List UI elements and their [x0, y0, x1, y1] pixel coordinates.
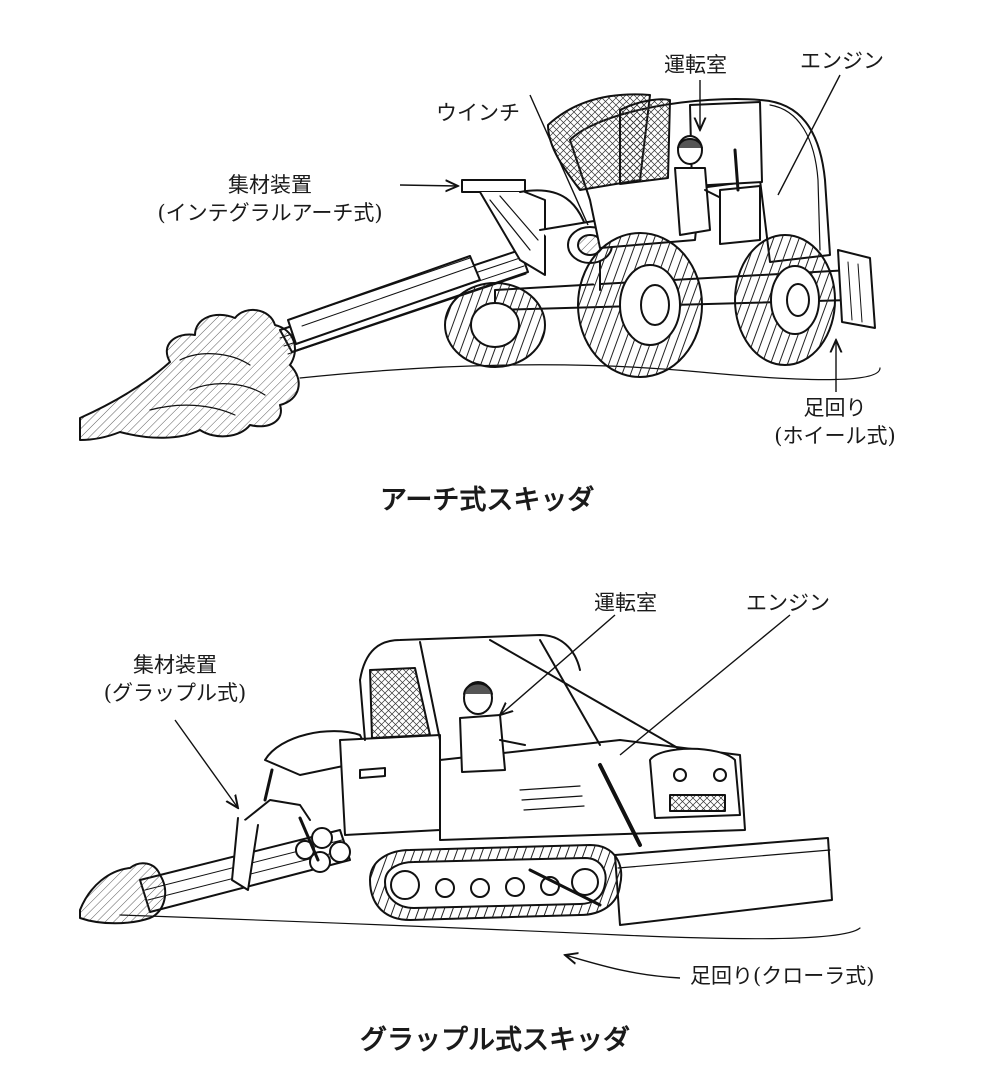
label-engine-bottom: エンジン: [746, 591, 830, 615]
label-undercarriage-bottom: 足回り(クローラ式): [690, 964, 875, 988]
leader-attachment-top: [399, 185, 458, 186]
label-attachment-bottom-2: (グラップル式): [103, 681, 247, 705]
leader-attachment-bottom: [174, 719, 238, 808]
label-cab-top: 運転室: [664, 53, 727, 77]
leader-undercarriage-bottom: [565, 955, 681, 979]
label-attachment-bottom-1: 集材装置: [133, 653, 217, 677]
rops-canopy: [359, 634, 691, 756]
integral-arch: [461, 179, 591, 276]
leader-cab-bottom: [500, 614, 616, 715]
rear-blade: [837, 249, 876, 329]
label-undercarriage-top-1: 足回り: [803, 396, 867, 420]
leader-winch: [529, 94, 589, 226]
label-attachment-top-1: 集材装置: [228, 173, 312, 197]
log-bundle: [279, 249, 529, 355]
tree-foliage-bottom: [79, 862, 167, 925]
caption-arch-skidder: アーチ式スキッダ: [380, 485, 595, 516]
wheel-front-back: [444, 282, 546, 368]
label-attachment-top-2: (インテグラルアーチ式): [157, 201, 383, 225]
tree-foliage: [79, 309, 300, 441]
label-cab-bottom: 運転室: [594, 591, 657, 615]
tractor-body: [339, 734, 441, 836]
label-winch: ウインチ: [436, 101, 520, 125]
wheel-rear: [734, 234, 836, 366]
leader-engine-bottom: [619, 614, 791, 756]
label-undercarriage-top-2: (ホイール式): [774, 424, 896, 448]
ground-line-bottom: [119, 914, 861, 940]
leader-engine-top: [777, 74, 841, 196]
ground-line: [299, 364, 881, 381]
operator-bottom: [459, 681, 526, 773]
label-engine-top: エンジン: [800, 49, 884, 73]
caption-grapple-skidder: グラップル式スキッダ: [360, 1025, 630, 1056]
front-blade: [614, 837, 833, 926]
wheel-front: [577, 232, 703, 378]
crawler-track: [369, 844, 623, 921]
